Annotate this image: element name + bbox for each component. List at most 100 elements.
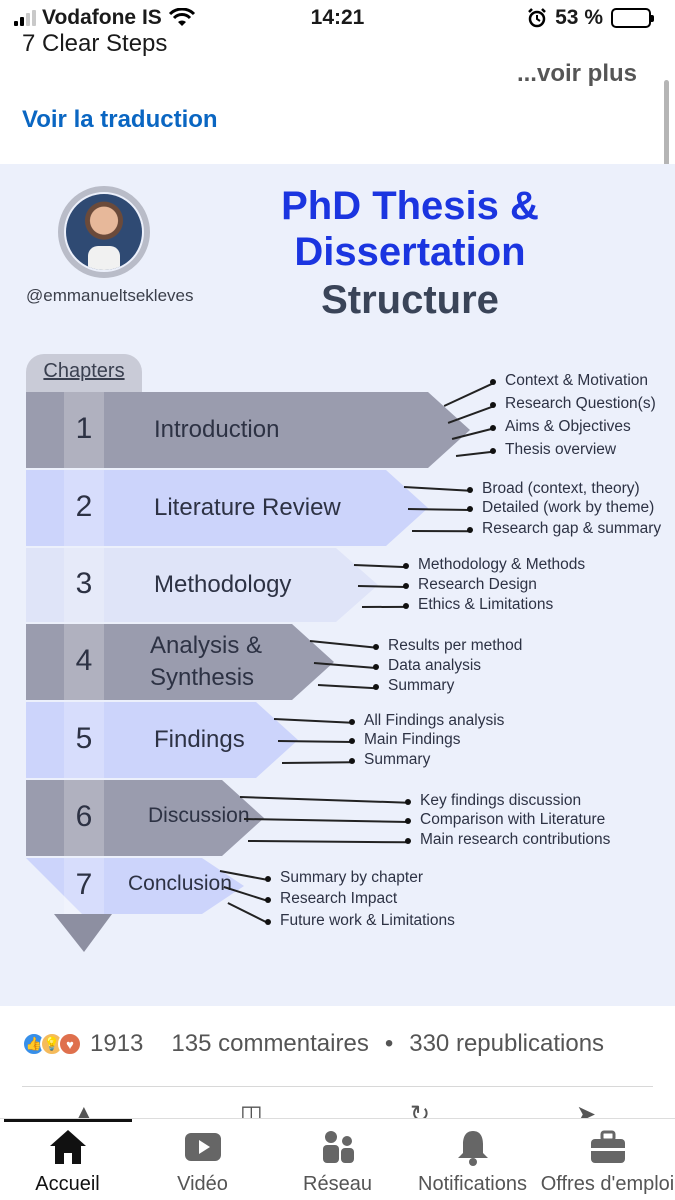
reposts-count[interactable]: 330 republications [409,1030,605,1057]
carrier-group: Vodafone IS [14,6,196,30]
chapter-subitem: Research Question(s) [505,395,656,412]
tab-video[interactable]: Vidéo [135,1127,270,1196]
see-more-link[interactable]: ...voir plus [516,60,637,87]
like-action-icon[interactable]: ▲ [72,1100,96,1118]
love-reaction-icon: ♥ [58,1032,82,1056]
translate-link[interactable]: Voir la traduction [22,106,218,133]
pencil-ferrule-strip [64,548,104,622]
chapter-subitem: Summary by chapter [280,869,423,886]
home-icon [49,1130,86,1164]
chapter-arrow [26,470,428,546]
leader-dot [373,664,379,670]
bell-icon [457,1131,488,1166]
chapters-tab [26,354,142,394]
chapter-number: 6 [75,800,93,833]
chapter-number: 4 [75,644,93,677]
leader-dot [405,838,411,844]
active-tab-indicator [4,1119,132,1122]
comments-count[interactable]: 135 commentaires [171,1030,369,1057]
pencil-ferrule-strip [64,624,104,700]
chapter-number: 5 [75,722,93,755]
chapter-arrow [26,858,244,914]
leader-dot [265,876,271,882]
leader-dot [265,897,271,903]
leader-dot [349,758,355,764]
chapter-arrow [26,780,264,856]
chapter-subitem: Thesis overview [505,441,617,458]
infographic-title-line2: Dissertation [294,230,526,274]
leader-dot [490,425,496,431]
chapter-subitem: Data analysis [388,657,482,674]
leader-dot [403,603,409,609]
chapter-subitem: Summary [388,677,455,694]
repost-action-icon[interactable]: ↻ [410,1101,431,1118]
tab-accueil[interactable]: Accueil [0,1127,135,1196]
leader-line [411,529,471,532]
status-bar: Vodafone IS 14:21 53 % [0,0,675,36]
leader-dot [490,448,496,454]
chapter-subitem: Main Findings [364,731,461,748]
post-snippet: 7 Clear Steps [22,30,168,57]
battery-icon [611,8,654,28]
carrier-name: Vodafone IS [42,6,162,29]
network-icon [322,1131,354,1163]
reactions-count[interactable]: 1913 [90,1030,144,1057]
chapter-arrow [26,702,298,778]
chapter-number: 1 [75,412,93,445]
chapter-subitem: Context & Motivation [505,372,649,389]
leader-dot [405,818,411,824]
counts-separator: • [384,1030,394,1057]
pencil-lead [54,914,112,952]
author-avatar [66,194,142,270]
leader-dot [403,563,409,569]
chapter-label: Analysis & Synthesis [150,632,263,692]
infographic-title-line3: Structure [321,278,499,322]
chapter-subitem: All Findings analysis [364,712,505,729]
infographic-title-line1: PhD Thesis & [281,184,539,228]
chapter-subitem: Results per method [388,637,523,654]
clock: 14:21 [310,6,365,29]
comment-action-icon[interactable]: ◫ [240,1101,263,1118]
chapter-subitem: Summary [364,751,431,768]
pencil-ferrule-strip [64,392,104,468]
leader-dot [467,506,473,512]
chapter-label: Discussion [148,804,250,827]
chapter-subitem: Future work & Limitations [280,912,455,929]
post-image[interactable]: @emmanueltsekleves PhD Thesis & Disserta… [0,164,675,1006]
send-action-icon[interactable]: ➤ [576,1101,597,1118]
bottom-tab-bar: Accueil Vidéo Réseau Notifications Offre… [0,1118,675,1200]
chapter-label: Conclusion [128,872,232,895]
leader-dot [467,527,473,533]
chapter-number: 7 [75,868,93,901]
tab-offres-emploi[interactable]: Offres d'emploi [540,1127,675,1196]
chapter-subitem: Research gap & summary [482,520,662,537]
leader-dot [490,402,496,408]
tab-label: Notifications [418,1173,527,1195]
alarm-icon [528,8,547,28]
chapter-label: Findings [154,726,245,753]
wifi-icon [168,8,195,26]
avatar-ring [58,186,150,278]
tab-notifications[interactable]: Notifications [405,1127,540,1196]
chapter-number: 3 [75,567,93,600]
briefcase-icon [590,1130,625,1163]
leader-dot [349,719,355,725]
pencil-body [26,392,470,952]
chapter-subitem: Key findings discussion [420,792,582,809]
chapters-label: Chapters [43,360,125,382]
chapter-arrow [26,548,378,622]
social-counts: 👍 💡 ♥ 1913 135 commentaires • 330 republ… [22,1030,604,1058]
pencil-ferrule-strip [64,470,104,546]
tab-label: Accueil [35,1173,100,1195]
chapter-subitem: Aims & Objectives [505,418,631,435]
tab-reseau[interactable]: Réseau [270,1127,405,1196]
tab-label: Réseau [303,1173,372,1195]
chapter-subitem: Methodology & Methods [418,556,586,573]
divider [22,1086,653,1087]
leader-dot [265,919,271,925]
chapter-arrow [26,392,470,468]
chapter-subitem: Main research contributions [420,831,611,848]
leader-line [281,760,353,764]
chapter-subitem: Detailed (work by theme) [482,499,655,516]
pencil-ferrule-strip [64,780,104,856]
